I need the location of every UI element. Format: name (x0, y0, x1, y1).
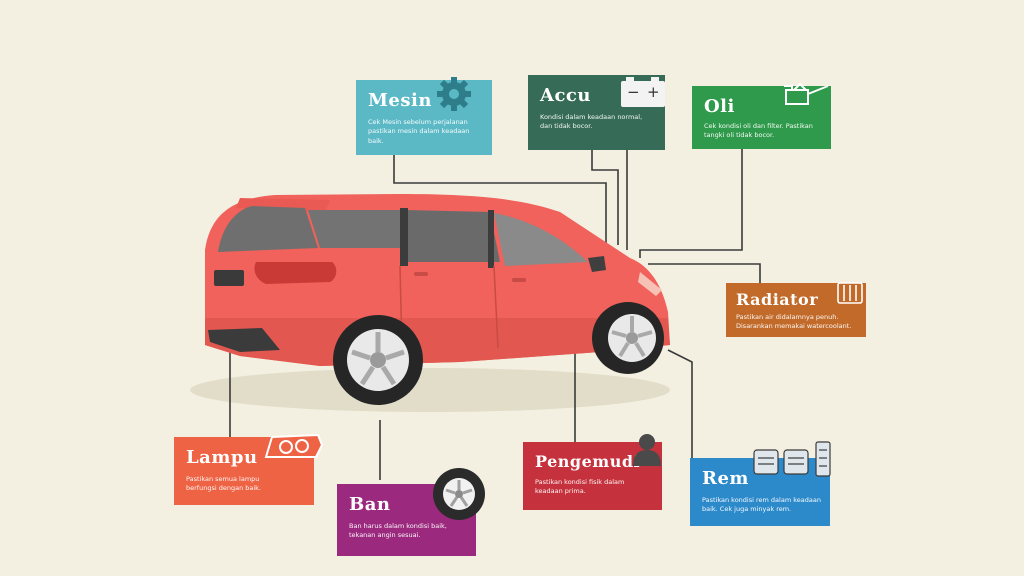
gear-icon (437, 77, 471, 111)
ban-card: Ban Ban harus dalam kondisi baik, tekana… (337, 468, 485, 556)
oli-card: Oli Cek kondisi oli dan filter. Pastikan… (692, 82, 831, 149)
pengemudi-title: Pengemudi (535, 452, 641, 471)
ban-desc: Ban harus dalam kondisi baik, tekanan an… (349, 522, 447, 540)
battery-minus: − (627, 83, 640, 101)
battery-plus: + (647, 83, 660, 101)
battery-terminal-left (626, 77, 634, 81)
accu-desc: Kondisi dalam keadaan normal, dan tidak … (540, 113, 643, 131)
oli-title: Oli (704, 96, 735, 117)
driver-icon (633, 434, 661, 466)
accu-title: Accu (540, 85, 591, 106)
oli-desc: Cek kondisi oli dan filter. Pastikan tan… (704, 122, 813, 140)
lampu-desc: Pastikan semua lampu berfungsi dengan ba… (186, 475, 261, 493)
ban-title: Ban (349, 494, 391, 515)
battery-terminal-right (651, 77, 659, 81)
tire-icon (433, 468, 485, 520)
headlight-icon (264, 433, 324, 458)
radiator-connector (648, 263, 761, 284)
front-wheel (592, 302, 664, 374)
oli-connector (639, 149, 743, 258)
radiator-desc: Pastikan air didalamnya penuh. Disaranka… (736, 313, 852, 331)
accu-connector-1 (591, 150, 619, 245)
rear-wheel (333, 315, 423, 405)
radiator-icon (837, 282, 863, 304)
oil-can-icon (784, 82, 829, 105)
rem-desc: Pastikan kondisi rem dalam keadaan baik.… (702, 496, 821, 514)
rem-card: Rem Pastikan kondisi rem dalam keadaan b… (690, 441, 831, 526)
rem-title: Rem (702, 468, 749, 489)
pengemudi-card: Pengemudi Pastikan kondisi fisik dalam k… (523, 434, 662, 510)
mesin-desc: Cek Mesin sebelum perjalanan pastikan me… (368, 118, 470, 145)
radiator-card: Radiator Pastikan air didalamnya penuh. … (726, 282, 866, 337)
mesin-connector (393, 155, 607, 245)
battery-icon: − + (621, 77, 665, 107)
pengemudi-desc: Pastikan kondisi fisik dalam keadaan pri… (535, 478, 625, 496)
accu-card: Accu Kondisi dalam keadaan normal, dan t… (528, 75, 665, 150)
radiator-title: Radiator (736, 290, 819, 309)
rem-connector (667, 349, 693, 458)
lampu-title: Lampu (186, 447, 258, 468)
lampu-card: Lampu Pastikan semua lampu berfungsi den… (174, 433, 324, 505)
mesin-card: Mesin Cek Mesin sebelum perjalanan pasti… (356, 77, 492, 155)
mesin-title: Mesin (368, 90, 432, 111)
pedals-icon (753, 441, 831, 477)
car-body (205, 194, 670, 366)
car-shadow (190, 368, 670, 412)
